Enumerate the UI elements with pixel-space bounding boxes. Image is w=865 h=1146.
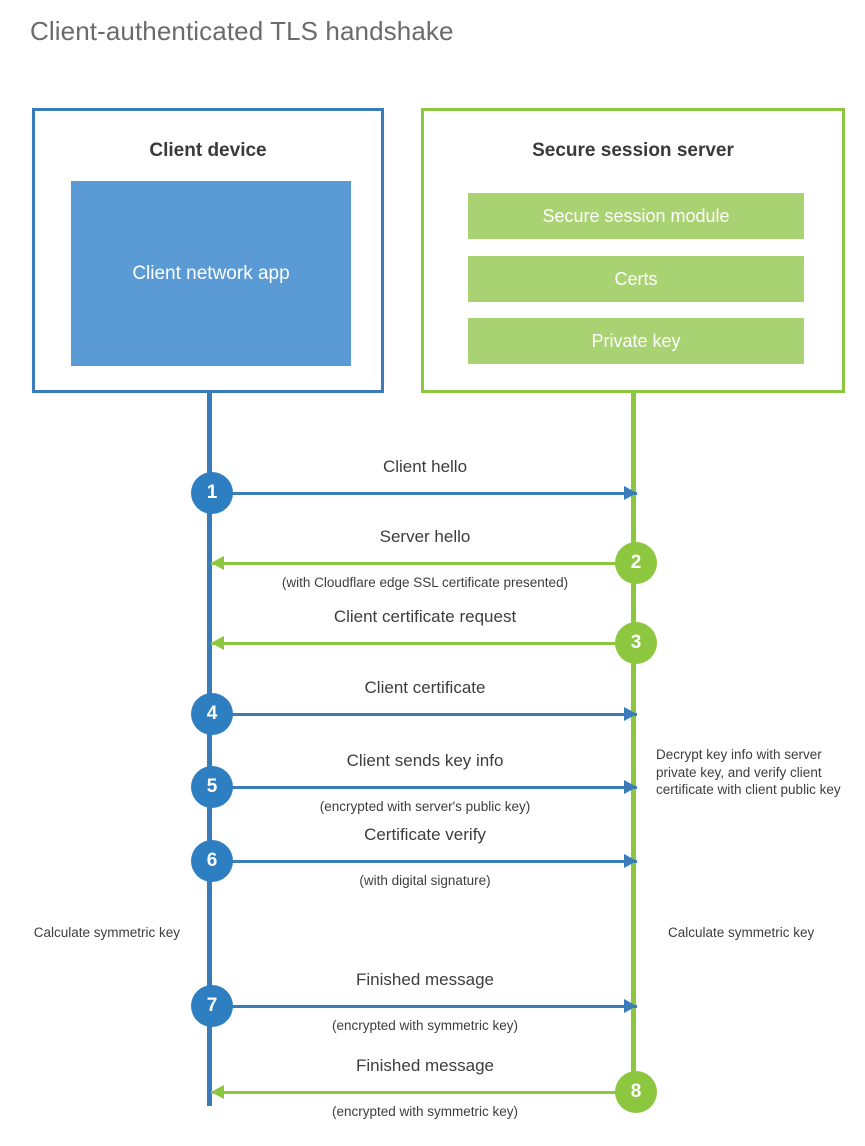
server-chip-secure-session-module: Secure session module (468, 193, 804, 239)
step-label-1: Client hello (382, 457, 468, 476)
step-label-2: Server hello (379, 527, 471, 546)
arrow-line (211, 1005, 637, 1008)
arrow-head-left-icon (211, 556, 224, 570)
step-label-6: Certificate verify (364, 825, 486, 844)
arrow-head-right-icon (624, 999, 637, 1013)
client-network-app: Client network app (71, 181, 351, 366)
server-chip-certs: Certs (468, 256, 804, 302)
secure-session-server-box: Secure session server Secure session mod… (421, 108, 845, 393)
arrow-head-right-icon (624, 780, 637, 794)
step-sublabel-2: (with Cloudflare edge SSL certificate pr… (281, 575, 569, 590)
step-badge-1: 1 (191, 472, 233, 514)
server-lifeline (631, 392, 636, 1102)
secure-session-server-title: Secure session server (532, 140, 734, 161)
step-badge-6: 6 (191, 840, 233, 882)
arrow-head-left-icon (211, 1085, 224, 1099)
note-decrypt-key-info: Decrypt key info with server private key… (656, 747, 841, 797)
page-title: Client-authenticated TLS handshake (30, 16, 454, 46)
step-sublabel-8: (encrypted with symmetric key) (331, 1104, 519, 1119)
arrow-head-left-icon (211, 636, 224, 650)
arrow-line (211, 1091, 637, 1094)
step-label-7: Finished message (356, 970, 494, 989)
step-sublabel-5: (encrypted with server's public key) (319, 799, 531, 814)
server-chip-private-key: Private key (468, 318, 804, 364)
note-calculate-symmetric-key-client: Calculate symmetric key (33, 925, 180, 940)
step-label-3: Client certificate request (333, 607, 517, 626)
arrow-line (211, 562, 637, 565)
step-badge-4: 4 (191, 693, 233, 735)
note-calculate-symmetric-key-server: Calculate symmetric key (668, 925, 815, 940)
arrow-line (211, 713, 637, 716)
step-badge-8: 8 (615, 1071, 657, 1113)
client-device-box: Client device Client network app (32, 108, 384, 393)
arrow-head-right-icon (624, 854, 637, 868)
client-device-title: Client device (149, 140, 267, 161)
step-badge-3: 3 (615, 622, 657, 664)
arrow-head-right-icon (624, 486, 637, 500)
step-badge-5: 5 (191, 766, 233, 808)
step-label-8: Finished message (356, 1056, 494, 1075)
step-sublabel-6: (with digital signature) (359, 873, 491, 888)
step-badge-2: 2 (615, 542, 657, 584)
client-lifeline (207, 392, 212, 1106)
arrow-line (211, 786, 637, 789)
step-label-4: Client certificate (364, 678, 486, 697)
arrow-line (211, 642, 637, 645)
step-sublabel-7: (encrypted with symmetric key) (331, 1018, 519, 1033)
step-badge-7: 7 (191, 985, 233, 1027)
arrow-head-right-icon (624, 707, 637, 721)
arrow-line (211, 860, 637, 863)
step-label-5: Client sends key info (346, 751, 504, 770)
arrow-line (211, 492, 637, 495)
